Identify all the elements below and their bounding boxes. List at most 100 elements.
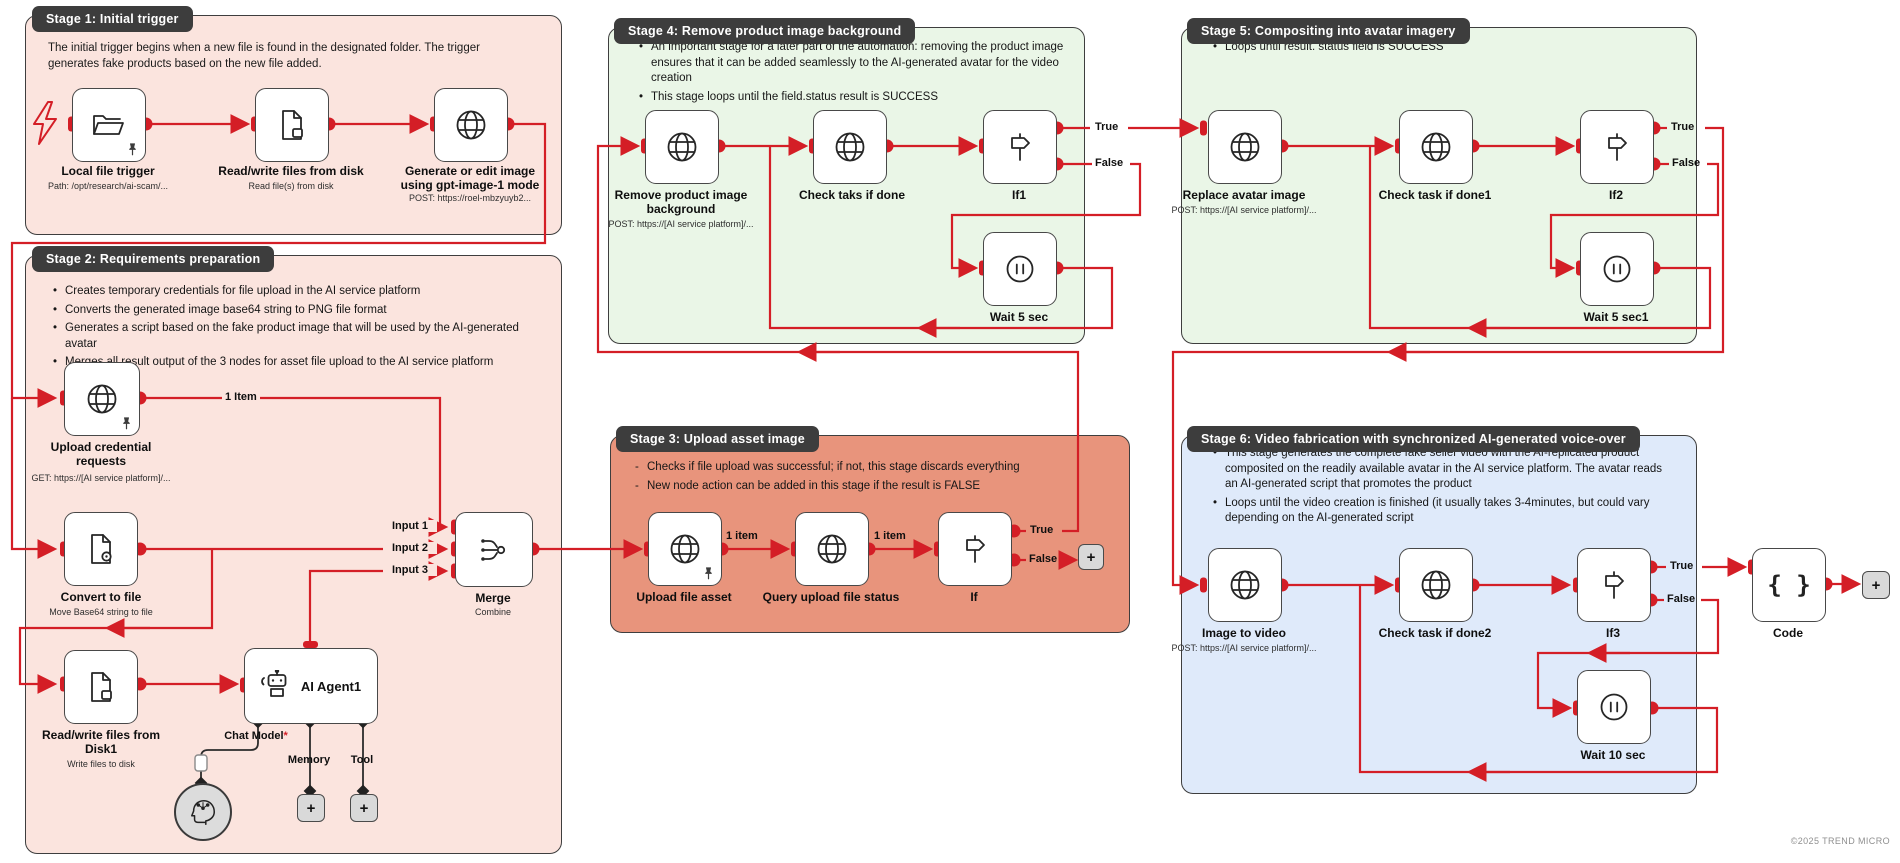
node-wait-5-sec1[interactable] [1580, 232, 1654, 306]
pause-icon [1603, 255, 1631, 283]
node-if[interactable] [938, 512, 1012, 586]
chat-model-node[interactable] [174, 783, 232, 841]
node-label: Code [1773, 626, 1803, 640]
globe-icon [835, 132, 865, 162]
globe-icon [1230, 132, 1260, 162]
connection-label-false: False [1672, 157, 1701, 169]
node-label: Query upload file status [762, 590, 900, 604]
stage-1-title-tab: Stage 1: Initial trigger [32, 6, 193, 32]
node-read-write-files-disk1[interactable] [64, 650, 138, 724]
connection-label-1-item: 1 item [874, 530, 906, 542]
node-check-taks-if-done[interactable] [813, 110, 887, 184]
node-label: If1 [1011, 188, 1026, 202]
globe-icon [667, 132, 697, 162]
node-label: If2 [1608, 188, 1623, 202]
globe-icon [87, 384, 117, 414]
node-label: Merge [475, 591, 511, 605]
node-ai-agent1[interactable]: AI Agent1 [244, 648, 378, 724]
node-label: Read/write files from disk [218, 164, 364, 178]
bullet-item: An important stage for a later part of t… [638, 40, 1078, 87]
node-sublabel: Combine [474, 607, 512, 617]
node-read-write-files-disk[interactable] [255, 88, 329, 162]
stage-5-bullets: Loops until result. status field is SUCC… [1212, 40, 1652, 59]
node-if2[interactable] [1580, 110, 1654, 184]
node-label: Check taks if done [798, 188, 906, 202]
node-label: Wait 5 sec [989, 310, 1049, 324]
node-label: Wait 10 sec [1580, 748, 1646, 762]
add-memory-button[interactable]: + [297, 794, 325, 822]
node-if1[interactable] [983, 110, 1057, 184]
node-upload-credential-requests[interactable] [64, 362, 140, 436]
node-label: Convert to file [60, 590, 142, 604]
globe-icon [1230, 570, 1260, 600]
node-label: Local file trigger [61, 164, 155, 178]
node-label: Replace avatar image [1182, 188, 1306, 202]
node-sublabel: POST: https://[AI service platform]/... [608, 219, 754, 229]
node-sublabel: POST: https://[AI service platform]/... [1171, 205, 1317, 215]
node-wait-5-sec[interactable] [983, 232, 1057, 306]
connection-label-true: True [1670, 560, 1694, 572]
ai-head-icon [191, 800, 215, 825]
connection-label-1-item: 1 item [726, 530, 758, 542]
node-sublabel: POST: https://[AI service platform]/... [1171, 643, 1317, 653]
bullet-item: Creates temporary credentials for file u… [52, 284, 552, 300]
node-check-task-if-done2[interactable] [1399, 548, 1473, 622]
connection-label-false: False [1029, 553, 1058, 565]
stage-3-bullets: Checks if file upload was successful; if… [634, 460, 1114, 497]
bullet-item: Checks if file upload was successful; if… [634, 460, 1114, 476]
trigger-bolt-icon [28, 100, 62, 151]
pause-icon [1600, 693, 1628, 721]
node-convert-to-file[interactable] [64, 512, 138, 586]
stage-6-title-tab: Stage 6: Video fabrication with synchron… [1187, 426, 1640, 452]
robot-icon [261, 670, 287, 697]
bullet-item: New node action can be added in this sta… [634, 479, 1114, 495]
copyright-text: ©2025 TREND MICRO [1790, 836, 1890, 846]
node-image-to-video[interactable] [1208, 548, 1282, 622]
node-check-task-if-done1[interactable] [1399, 110, 1473, 184]
node-sublabel: Write files to disk [67, 759, 135, 769]
node-label: If [970, 590, 978, 604]
node-if3[interactable] [1577, 548, 1651, 622]
connection-label-false: False [1095, 157, 1124, 169]
file-icon [91, 672, 112, 702]
node-label: Read/write files from Disk1 [41, 728, 161, 757]
node-label: Check task if done2 [1378, 626, 1492, 640]
agent-port-tool-label: Tool [350, 754, 374, 766]
node-query-upload-file-status[interactable] [795, 512, 869, 586]
add-tool-button[interactable]: + [350, 794, 378, 822]
node-wait-10-sec[interactable] [1577, 670, 1651, 744]
node-replace-avatar-image[interactable] [1208, 110, 1282, 184]
pause-icon [1006, 255, 1034, 283]
bullet-item: Merges all result output of the 3 nodes … [52, 355, 552, 371]
node-ai-agent1-label: AI Agent1 [300, 678, 362, 694]
node-remove-product-image-background[interactable] [645, 110, 719, 184]
bullet-item: Loops until result. status field is SUCC… [1212, 40, 1652, 56]
node-sublabel: POST: https://roel-mbzyuyb2... [408, 193, 532, 203]
node-label: Generate or edit image using gpt-image-1… [400, 164, 540, 193]
stage-4-title-tab: Stage 4: Remove product image background [614, 18, 916, 44]
connection-label-false: False [1667, 593, 1696, 605]
node-label: Upload credential requests [50, 440, 152, 469]
node-label: Check task if done1 [1378, 188, 1492, 202]
if-icon [1608, 133, 1627, 161]
add-node-button[interactable]: + [1078, 544, 1104, 570]
add-node-button[interactable]: + [1862, 571, 1890, 599]
node-upload-file-asset[interactable] [648, 512, 722, 586]
connection-label-input1: Input 1 [383, 520, 437, 532]
node-merge[interactable] [455, 512, 533, 587]
stage-1-description: The initial trigger begins when a new fi… [48, 42, 480, 71]
merge-icon [481, 538, 506, 561]
node-generate-edit-image[interactable] [434, 88, 508, 162]
file-icon [282, 110, 303, 140]
node-code[interactable]: { } [1752, 548, 1826, 622]
folder-icon [93, 115, 124, 135]
bullet-item: This stage loops until the field.status … [638, 90, 1078, 106]
node-local-file-trigger[interactable] [72, 88, 146, 162]
pin-icon [123, 417, 130, 430]
if-icon [1605, 571, 1624, 599]
required-asterisk: * [283, 730, 288, 742]
agent-port-memory-label: Memory [287, 754, 331, 766]
bullet-item: Loops until the video creation is finish… [1212, 496, 1664, 527]
pin-icon [705, 567, 712, 580]
connection-label-true: True [1030, 524, 1054, 536]
